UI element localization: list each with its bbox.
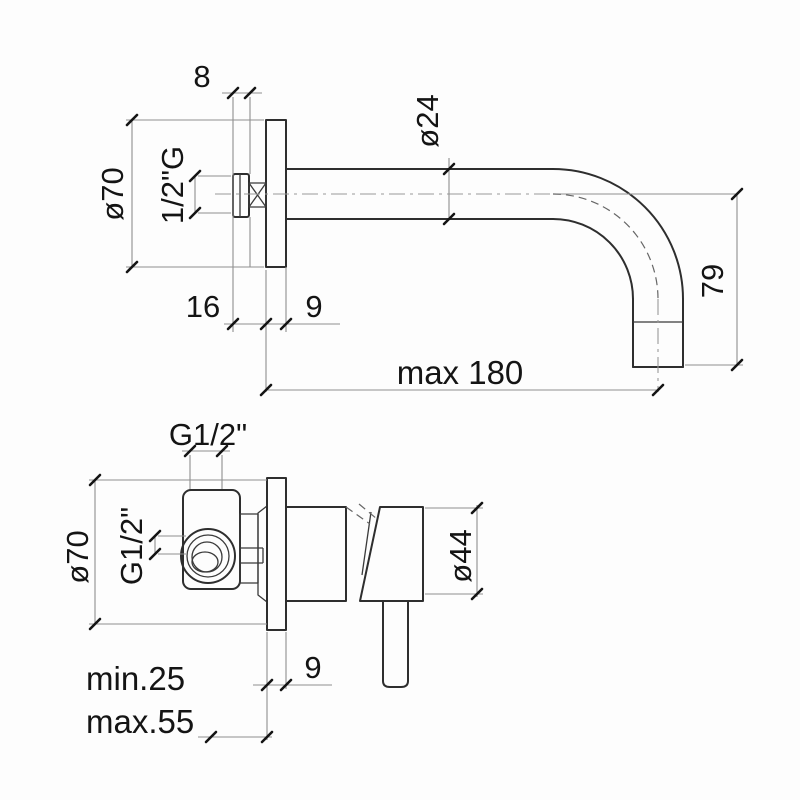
dim-trim-diameter: ø44 — [425, 501, 484, 601]
dim-valve-plate-diameter: ø70 — [60, 473, 267, 631]
dim-label-d24: ø24 — [410, 94, 445, 147]
dim-spout-diameter: ø24 — [410, 94, 456, 226]
valve-handle-lever — [382, 600, 409, 688]
dim-thread-length: 8 — [193, 59, 262, 332]
dim-spout-reach: max 180 — [259, 354, 665, 397]
dim-label-g12-side: G1/2" — [114, 507, 149, 585]
dim-valve-top-port: G1/2" — [169, 417, 247, 489]
dim-label-9-bottom: 9 — [304, 650, 321, 685]
spout-side-view: 8 ø70 1/2"G ø24 — [95, 59, 744, 397]
spout-centerline — [215, 193, 737, 392]
valve-inlet-boss — [180, 528, 236, 584]
dim-label-79: 79 — [695, 264, 730, 298]
dim-label-d70-top: ø70 — [95, 167, 130, 220]
dim-protrusion-and-plate-depth: 16 9 — [186, 267, 340, 392]
dim-label-d44: ø44 — [443, 529, 478, 582]
dim-label-max180: max 180 — [397, 354, 524, 391]
dim-label-9-top: 9 — [305, 289, 322, 324]
dim-spout-plate-diameter: ø70 — [95, 113, 264, 274]
dim-label-max55: max.55 — [86, 703, 194, 740]
dim-label-d70-bottom: ø70 — [60, 530, 95, 583]
dim-valve-plate-depth: 9 — [253, 632, 332, 740]
spout-thread-nipple — [232, 173, 250, 218]
dim-label-16: 16 — [186, 289, 220, 324]
dim-drop-height: 79 — [685, 187, 744, 372]
dim-valve-side-port: G1/2" — [114, 507, 186, 585]
valve-body — [180, 489, 268, 603]
dim-spout-thread-size: 1/2"G — [155, 146, 231, 224]
dim-label-8: 8 — [193, 59, 210, 94]
dim-label-min25: min.25 — [86, 660, 185, 697]
dim-install-depth-range: min.25 max.55 — [86, 660, 274, 744]
valve-wall-plate — [266, 477, 287, 631]
valve-side-view: G1/2" ø70 G1/2" ø44 — [60, 417, 484, 744]
thread-section-symbol — [248, 182, 267, 208]
valve-trim-sleeve — [285, 506, 347, 602]
dim-label-half-inch-g: 1/2"G — [155, 146, 190, 224]
spout-tube — [285, 168, 684, 368]
valve-inlet-bore — [191, 551, 219, 573]
dim-label-g12-top: G1/2" — [169, 417, 247, 452]
valve-handle — [345, 503, 424, 688]
